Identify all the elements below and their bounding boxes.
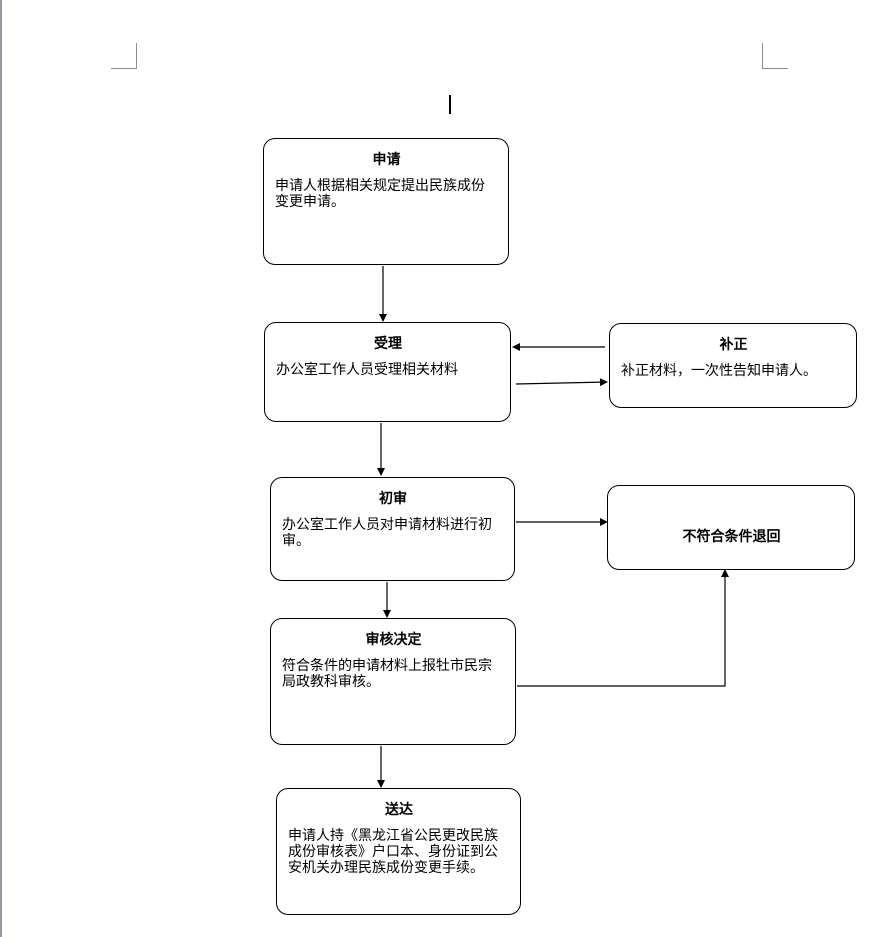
page-left-edge xyxy=(0,0,2,937)
page-corner-mark-top-left xyxy=(111,43,137,69)
step-decision-box: 审核决定 符合条件的申请材料上报牡市民宗局政教科审核。 xyxy=(270,618,516,745)
arrow-decision-to-reject xyxy=(517,569,729,687)
step-correct-title: 补正 xyxy=(719,337,748,353)
step-apply-box: 申请 申请人根据相关规定提出民族成份变更申请。 xyxy=(263,138,509,265)
step-first-review-box: 初审 办公室工作人员对申请材料进行初审。 xyxy=(270,477,515,581)
step-first-review-body: 办公室工作人员对申请材料进行初审。 xyxy=(282,517,492,549)
step-decision-title: 审核决定 xyxy=(365,632,422,648)
arrow-accept-to-correct xyxy=(515,378,608,387)
step-correct-body: 补正材料，一次性告知申请人。 xyxy=(621,363,817,379)
step-correct-box: 补正 补正材料，一次性告知申请人。 xyxy=(609,323,857,408)
step-first-review-title: 初审 xyxy=(379,491,407,507)
step-deliver-box: 送达 申请人持《黑龙江省公民更改民族成份审核表》户口本、身份证到公安机关办理民族… xyxy=(276,788,521,915)
step-apply-body: 申请人根据相关规定提出民族成份变更申请。 xyxy=(275,178,485,210)
step-deliver-title: 送达 xyxy=(385,802,413,818)
step-decision-body: 符合条件的申请材料上报牡市民宗局政教科审核。 xyxy=(282,658,492,690)
step-apply-title: 申请 xyxy=(372,152,401,168)
text-cursor xyxy=(449,95,451,114)
step-reject-title: 不符合条件退回 xyxy=(682,529,781,545)
step-accept-title: 受理 xyxy=(374,336,402,352)
step-accept-body: 办公室工作人员受理相关材料 xyxy=(276,362,458,378)
step-accept-box: 受理 办公室工作人员受理相关材料 xyxy=(264,322,511,422)
page-corner-mark-top-right xyxy=(762,43,788,69)
step-reject-box: 不符合条件退回 xyxy=(607,485,855,570)
step-deliver-body: 申请人持《黑龙江省公民更改民族成份审核表》户口本、身份证到公安机关办理民族成份变… xyxy=(288,828,498,876)
